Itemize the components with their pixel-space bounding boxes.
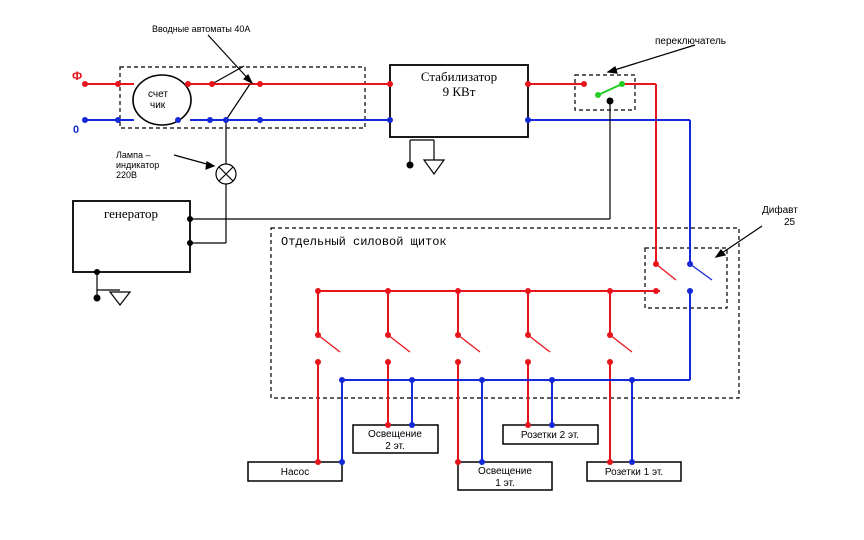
load-label-socket2: Розетки 2 эт. xyxy=(521,430,579,441)
load-label-light1-2: 1 эт. xyxy=(495,478,514,489)
switch-box xyxy=(574,74,636,111)
transfer-switch xyxy=(595,81,625,98)
load-label-light2-1: Освещение xyxy=(368,429,422,440)
lamp-label-1: Лампа – xyxy=(116,150,150,160)
lamp-label-3: 220В xyxy=(116,170,137,180)
generator-box xyxy=(72,200,191,273)
ground-symbol-stabilizer xyxy=(422,159,446,176)
black-terminals xyxy=(93,97,614,302)
annotation-arrows xyxy=(173,34,763,258)
stabilizer-label-2: 9 КВт xyxy=(443,84,476,99)
meter xyxy=(132,74,192,126)
load-box-light1 xyxy=(457,461,553,491)
difavt-label-2: 25 xyxy=(784,217,796,228)
phase-label: Ф xyxy=(72,69,82,83)
difavt-label-1: Дифавт xyxy=(762,204,798,216)
meter-label-2: чик xyxy=(150,100,166,111)
breaker-blades-phase xyxy=(317,263,677,353)
input-breakers-label: Вводные автоматы 40А xyxy=(152,24,250,34)
load-box-light2 xyxy=(352,424,439,454)
phase-terminals xyxy=(82,81,659,465)
zero-label: 0 xyxy=(73,124,79,136)
load-label-socket1: Розетки 1 эт. xyxy=(605,467,663,478)
switch-label: переключатель xyxy=(655,36,726,47)
generator-label: генератор xyxy=(104,206,158,221)
lamp-indicator xyxy=(215,163,237,185)
ground-symbol-generator xyxy=(108,291,132,306)
load-label-light2-2: 2 эт. xyxy=(385,441,404,452)
lamp-label-2: индикатор xyxy=(116,160,159,170)
stabilizer-label-1: Стабилизатор xyxy=(421,69,497,84)
load-label-light1-1: Освещение xyxy=(478,466,532,477)
panel-label: Отдельный силовой щиток xyxy=(281,235,447,249)
panel-box xyxy=(270,227,740,399)
load-label-pump: Насос xyxy=(281,467,309,478)
neutral-terminals xyxy=(82,117,693,465)
meter-label-1: счет xyxy=(148,89,168,100)
stabilizer-box xyxy=(389,64,529,138)
phase-wiring xyxy=(85,83,660,462)
load-box-pump xyxy=(247,461,343,482)
difavt-box xyxy=(644,247,728,309)
neutral-wiring xyxy=(85,119,691,462)
breaker-blade-neutral xyxy=(689,263,713,281)
